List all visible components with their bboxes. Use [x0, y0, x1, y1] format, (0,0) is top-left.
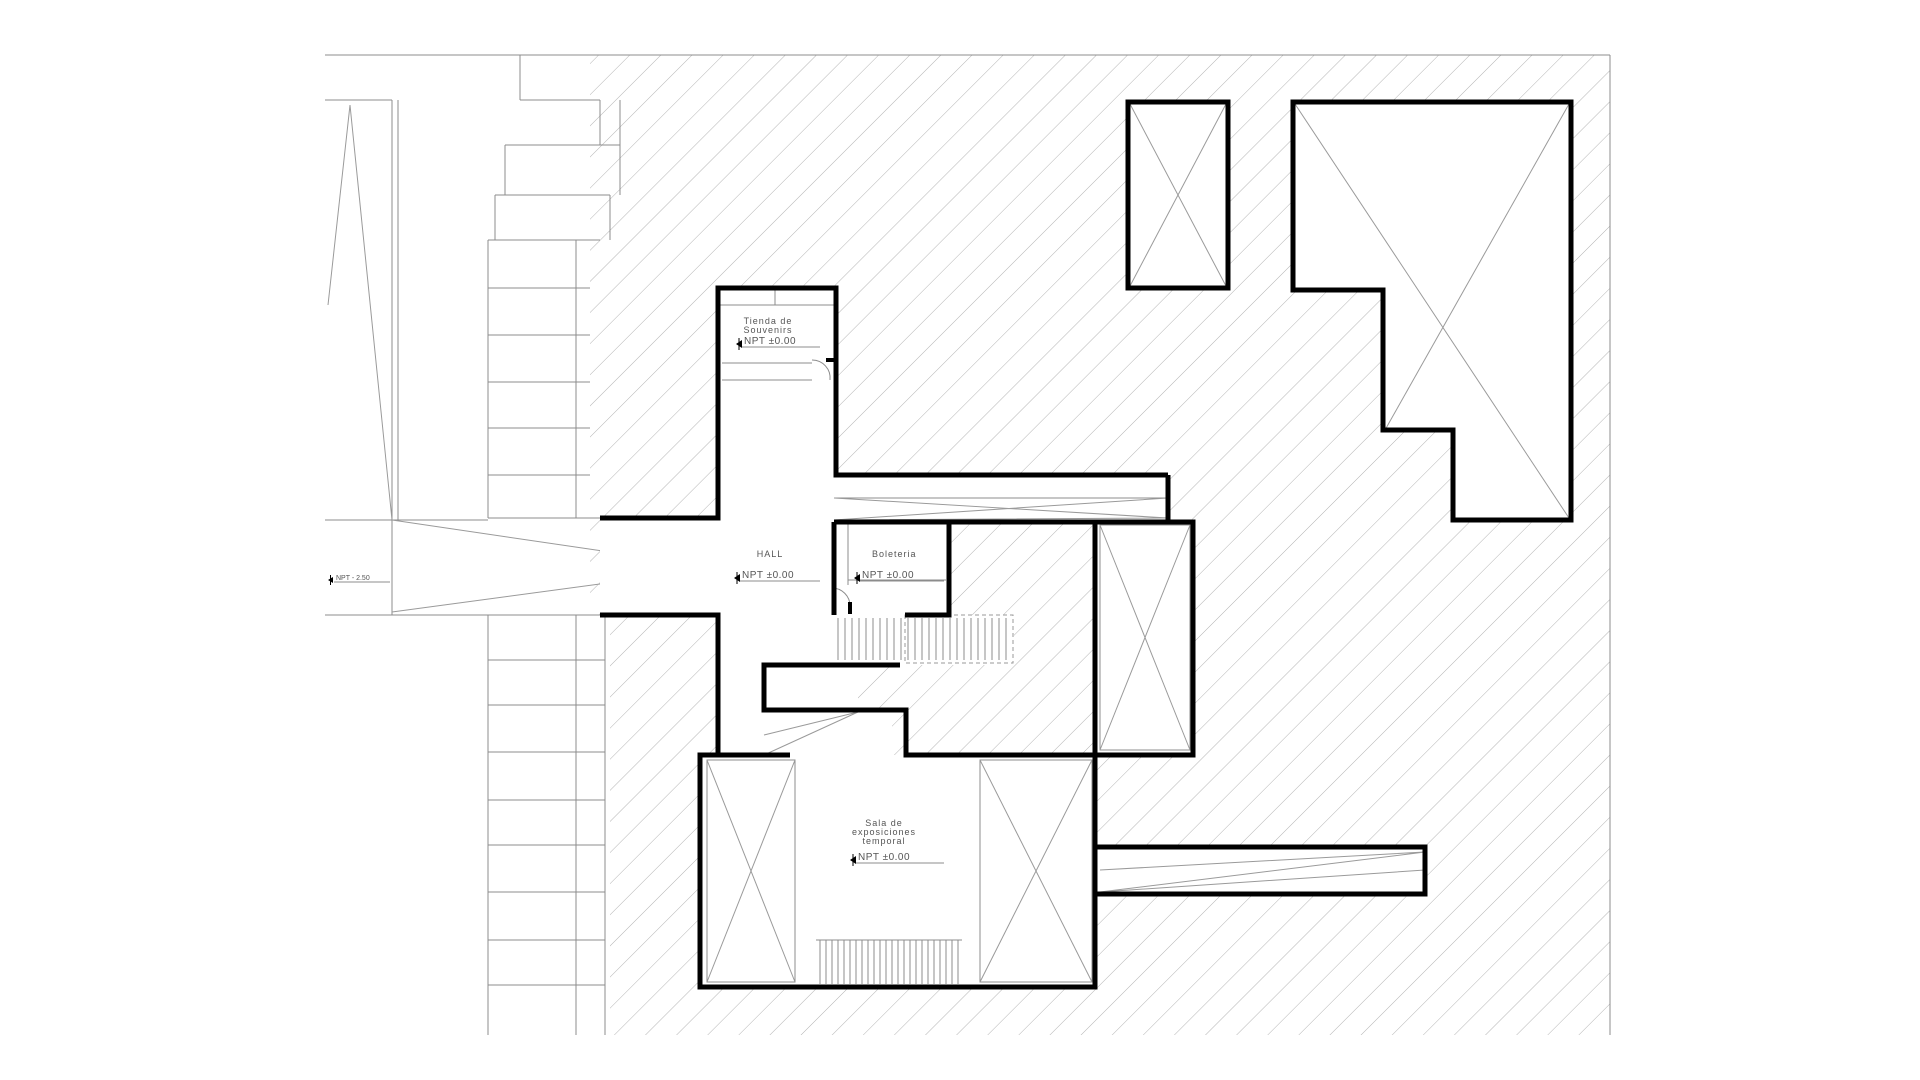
- stepped-plaza: [325, 55, 719, 1035]
- lower-link-floor: [764, 712, 892, 757]
- expo-void-right: [979, 759, 1093, 983]
- ramp-direction: [327, 104, 393, 521]
- wall-ticket-box: [834, 519, 952, 618]
- stair-landing-dashed: [904, 614, 1014, 664]
- stair-floor: [834, 615, 1014, 665]
- level-marker-icon: [734, 572, 740, 584]
- room-labels: Tienda de Souvenirs NPT ±0.00 HALL NPT ±…: [328, 316, 944, 866]
- door-swing: [811, 359, 831, 381]
- wall-souvenir-hall-north: [600, 285, 1168, 521]
- staircase-expo: [816, 939, 962, 984]
- staircase-upper: [837, 618, 1007, 660]
- level-marker-icon: [850, 854, 856, 866]
- wall-hall-south: [600, 612, 1428, 990]
- expo-name-3: temporal: [862, 836, 905, 846]
- souvenir-level: NPT ±0.00: [744, 336, 796, 347]
- skylight-wall-1: [1125, 99, 1231, 291]
- expo-void-left: [706, 759, 796, 983]
- souvenir-name-2: Souvenirs: [743, 325, 792, 335]
- expo-name-1: Sala de: [865, 818, 903, 828]
- corridor-direction: [833, 497, 1169, 521]
- hall-name: HALL: [757, 549, 784, 559]
- skylight-cross: [1294, 103, 1570, 519]
- void-cross: [1099, 524, 1191, 751]
- souvenir-floor: [718, 288, 836, 518]
- street-level: NPT - 2.50: [336, 575, 370, 582]
- door-frame: [826, 358, 834, 362]
- plaza-white-lower: [488, 615, 610, 1035]
- ticket-floor: [834, 522, 949, 617]
- skylight-cross: [1384, 103, 1570, 431]
- wall-center-block: [761, 519, 1196, 758]
- skylight-cross: [1129, 103, 1227, 287]
- interior-details: [706, 103, 1570, 984]
- bridge-direction: [1099, 851, 1426, 893]
- void-cross: [979, 759, 1093, 983]
- hall-level: NPT ±0.00: [742, 570, 794, 581]
- level-marker-icon: [736, 338, 742, 350]
- skylight-wall-2: [1290, 99, 1574, 523]
- level-marker-icon: [854, 572, 860, 584]
- expo-name-2: exposiciones: [852, 827, 916, 837]
- void-cross: [706, 759, 796, 983]
- expo-level: NPT ±0.00: [858, 852, 910, 863]
- plaza-white-upper: [488, 56, 590, 518]
- walls: [600, 99, 1574, 990]
- right-void: [1099, 524, 1191, 751]
- door-frame: [848, 602, 852, 614]
- hall-floor: [600, 518, 834, 615]
- souvenir-name-1: Tienda de: [744, 316, 793, 326]
- level-marker-icon: [328, 575, 333, 585]
- boleteria-level: NPT ±0.00: [862, 570, 914, 581]
- boleteria-name: Boleteria: [872, 549, 917, 559]
